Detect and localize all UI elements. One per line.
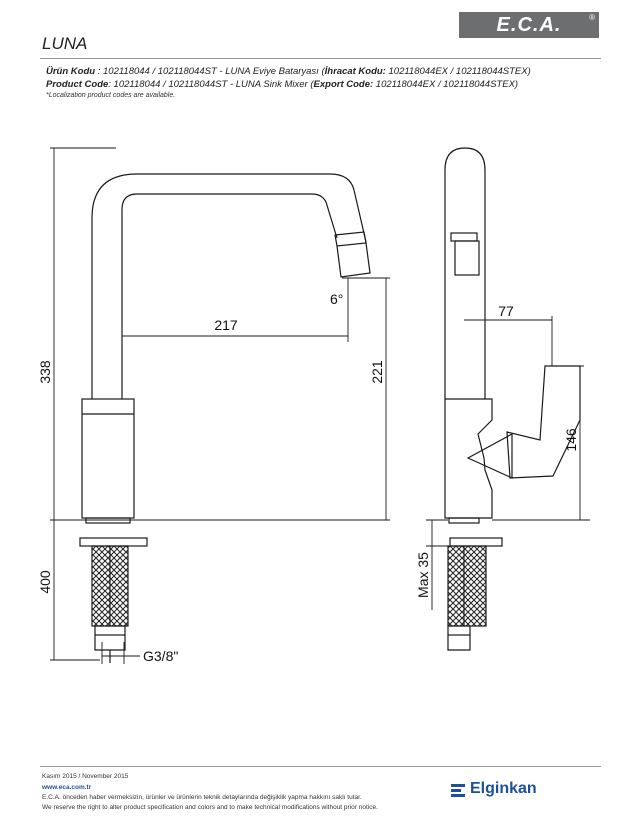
export-code-en-value: 102118044EX / 102118044STEX) <box>373 79 519 90</box>
side-view <box>444 147 581 651</box>
elginkan-brand: Elginkan <box>470 780 537 797</box>
header-divider <box>40 58 601 59</box>
product-code-tr-label: Ürün Kodu <box>46 66 96 77</box>
export-code-tr-value: 102118044EX / 102118044STEX) <box>385 66 531 77</box>
dimension-max35: Max 35 <box>415 552 431 598</box>
product-code-en-label: Product Code <box>46 79 109 90</box>
eca-logo: E.C.A. ® <box>459 12 599 38</box>
footer-date: Kasım 2015 / November 2015 <box>42 773 129 780</box>
export-code-en-label: Export Code: <box>313 79 374 90</box>
dimension-77: 77 <box>498 303 514 319</box>
dimension-thread: G3/8" <box>143 648 178 664</box>
page-title: LUNA <box>42 34 88 53</box>
dimension-217: 217 <box>214 317 238 333</box>
footer-disclaimer-en: We reserve the right to alter product sp… <box>42 804 378 811</box>
product-code-tr: Ürün Kodu : 102118044 / 102118044ST - LU… <box>46 66 531 77</box>
product-code-en: Product Code: 102118044 / 102118044ST - … <box>46 79 518 90</box>
footer-divider <box>40 766 601 767</box>
dimension-400: 400 <box>37 570 53 594</box>
registered-mark: ® <box>589 13 595 22</box>
elginkan-logo-icon <box>451 784 465 797</box>
dimension-6-degree: 6° <box>330 291 343 307</box>
front-view <box>79 173 371 663</box>
export-code-tr-label: İhracat Kodu: <box>324 66 386 77</box>
product-code-tr-text: : 102118044 / 102118044ST - LUNA Eviye B… <box>95 66 325 77</box>
localization-note: *Localization product codes are availabl… <box>46 92 176 99</box>
dimension-146: 146 <box>563 428 579 452</box>
dimension-221: 221 <box>369 360 385 384</box>
footer-disclaimer-tr: E.C.A. önceden haber vermeksizin, ürünle… <box>42 794 362 801</box>
eca-logo-text: E.C.A. <box>496 13 562 36</box>
product-code-en-text: : 102118044 / 102118044ST - LUNA Sink Mi… <box>108 79 314 90</box>
dimension-lines <box>50 147 590 664</box>
footer-url[interactable]: www.eca.com.tr <box>42 784 92 791</box>
dimension-338: 338 <box>37 360 53 384</box>
